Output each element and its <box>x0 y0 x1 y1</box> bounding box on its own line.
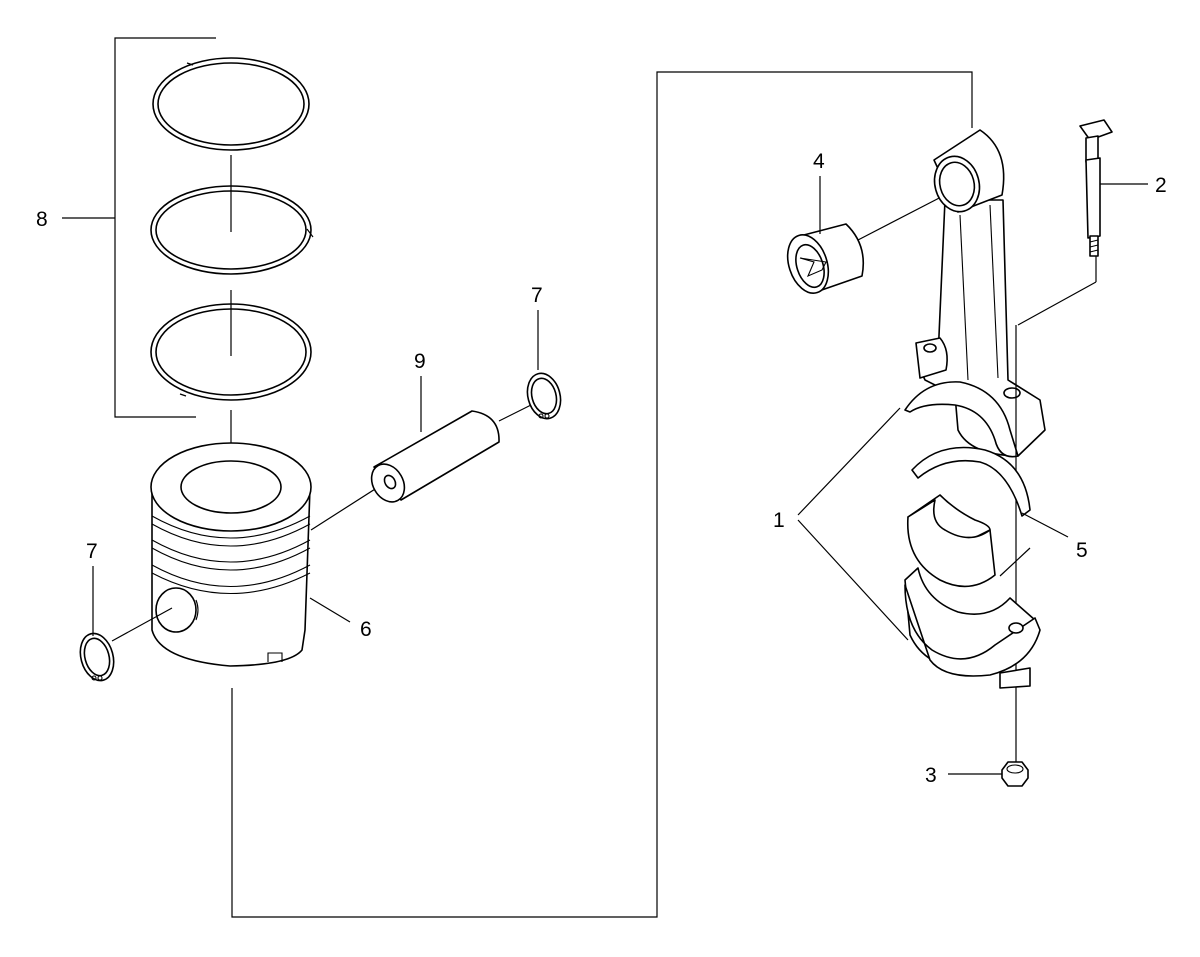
piston-ring-middle <box>150 185 314 275</box>
bushing-icon <box>786 223 865 294</box>
pin-to-ring-line <box>498 402 536 422</box>
piston-pin-icon <box>370 410 500 503</box>
piston-icon <box>150 442 312 667</box>
bearing-shell-icon-lower <box>904 567 1041 689</box>
connecting-rod-icon <box>904 129 1046 458</box>
retaining-ring-icon-right <box>526 372 562 420</box>
ring-set-bracket <box>62 37 216 418</box>
callout-bushing: 4 <box>813 150 825 173</box>
bearing-shell-icon-upper <box>907 446 1031 588</box>
bushing-axis <box>857 194 946 241</box>
bolt-icon <box>1079 119 1113 257</box>
retaining-ring-icon-left <box>79 632 115 682</box>
ring-left-axis <box>111 607 173 642</box>
callout-rod-bolt: 2 <box>1155 174 1167 197</box>
shell-leader <box>1021 512 1069 538</box>
piston-ring-top <box>152 57 310 151</box>
callout-connecting-rod: 1 <box>773 509 785 532</box>
piston-leader <box>309 597 351 623</box>
callout-retaining-ring-left: 7 <box>86 540 98 563</box>
callout-ring-set: 8 <box>36 208 48 231</box>
shell-lower-leader <box>999 547 1031 577</box>
rod-leaders <box>797 407 909 641</box>
callout-bearing-shells: 5 <box>1076 539 1088 562</box>
pin-axis-line <box>310 483 384 531</box>
nut-icon <box>1001 761 1029 787</box>
assembly-frame-lines <box>231 71 973 918</box>
callout-rod-nut: 3 <box>925 764 937 787</box>
callout-piston: 6 <box>360 618 372 641</box>
callout-retaining-ring-right: 7 <box>531 284 543 307</box>
callout-piston-pin: 9 <box>414 350 426 373</box>
bolt-to-rod-line <box>1017 281 1097 326</box>
